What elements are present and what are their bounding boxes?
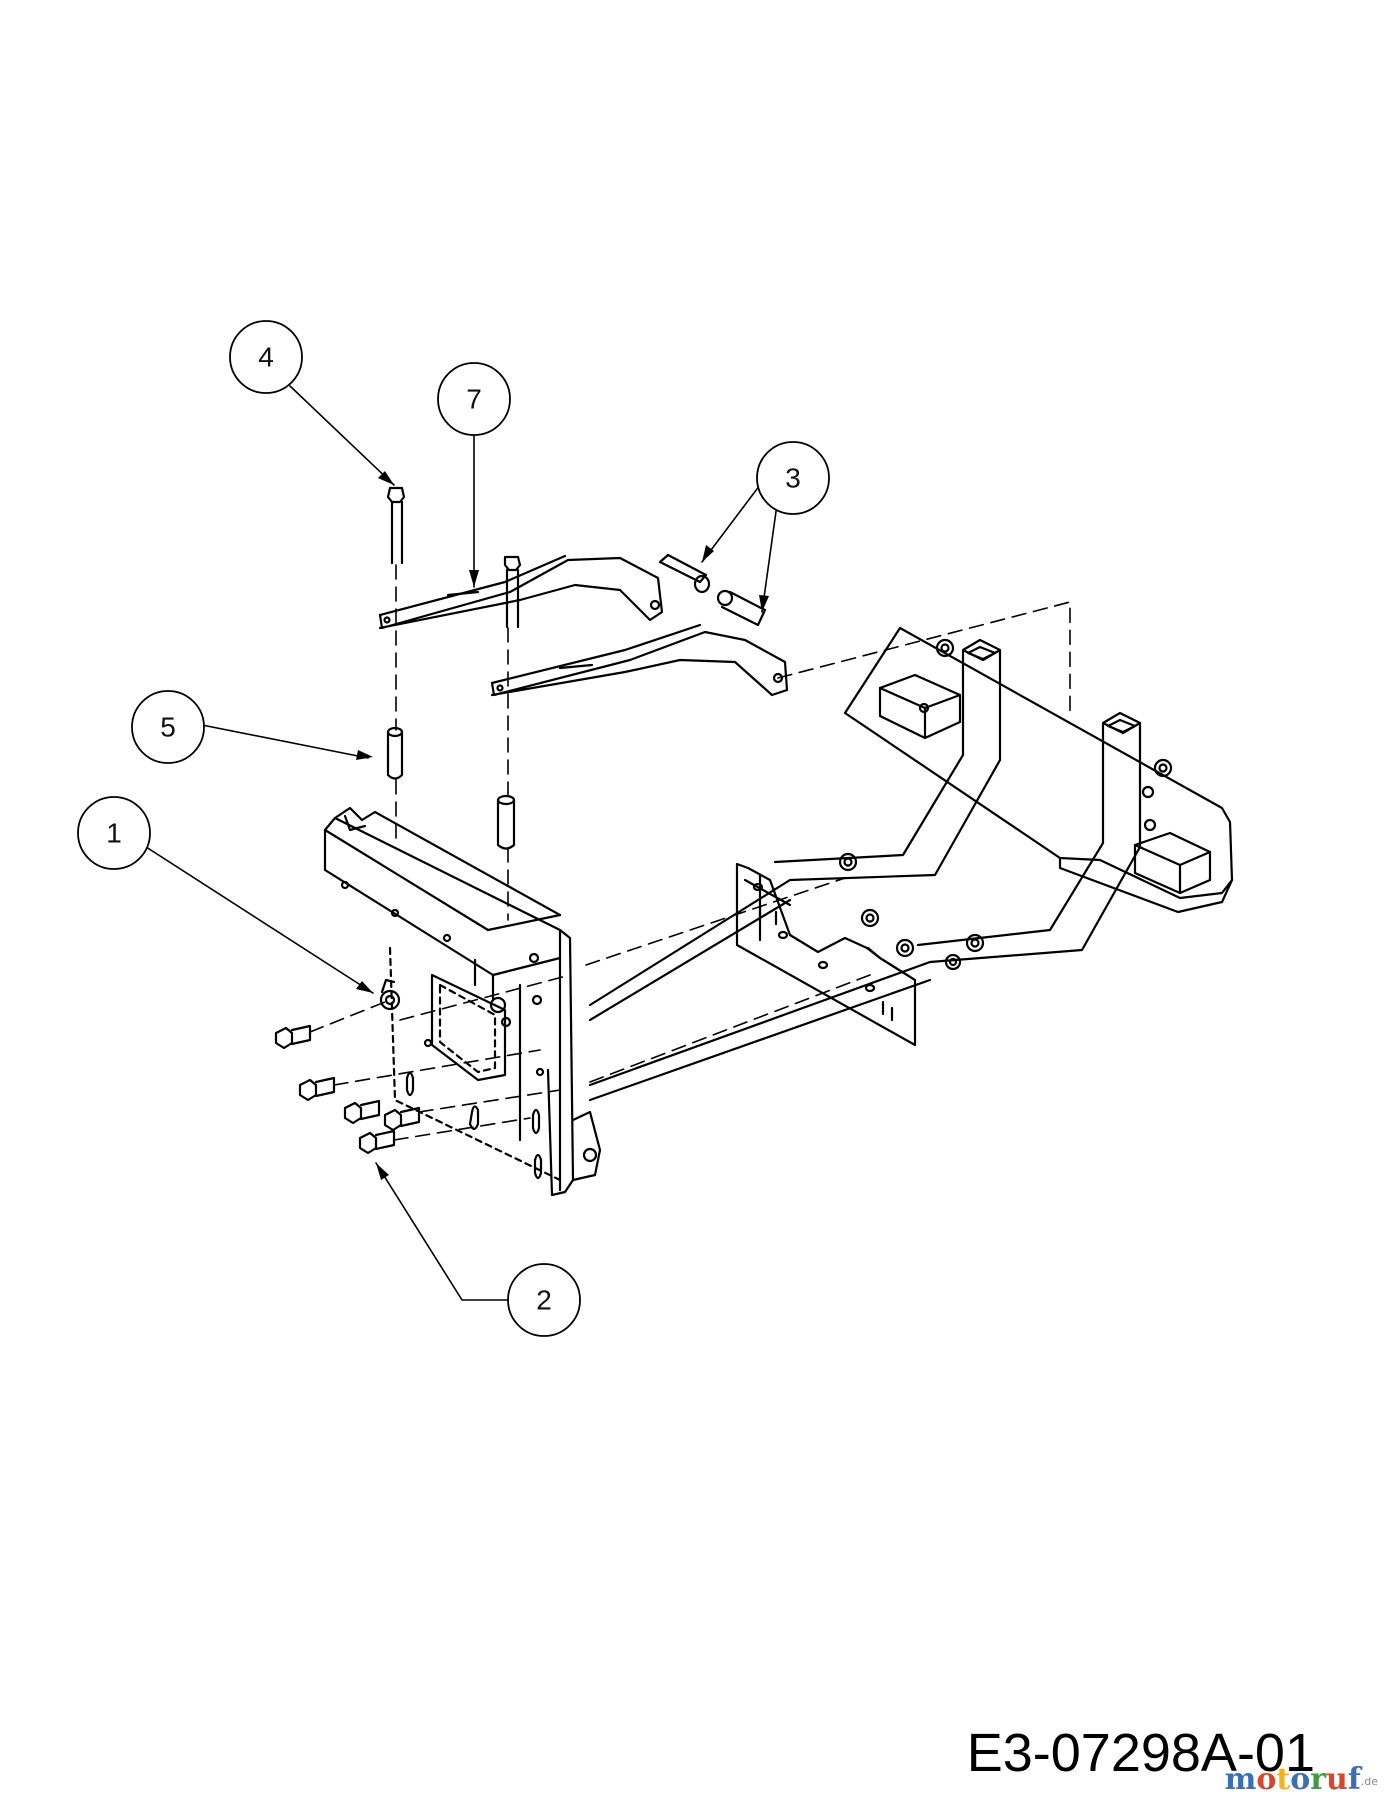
callout-5: 5 bbox=[131, 690, 205, 764]
callout-leaders bbox=[142, 385, 780, 1301]
callout-7-label: 7 bbox=[466, 384, 482, 415]
watermark-letter: f bbox=[1347, 1762, 1361, 1797]
callout-2: 2 bbox=[507, 1263, 581, 1337]
callout-7: 7 bbox=[437, 362, 511, 436]
callout-4: 4 bbox=[229, 320, 303, 394]
watermark-letter: o bbox=[1256, 1762, 1277, 1797]
callout-3-label: 3 bbox=[785, 463, 801, 494]
watermark-letter: m bbox=[1224, 1762, 1257, 1797]
drawing-number: E3-07298A-01 bbox=[966, 1723, 1315, 1783]
callout-2-label: 2 bbox=[536, 1285, 552, 1316]
callout-5-label: 5 bbox=[160, 712, 176, 743]
callout-1-label: 1 bbox=[106, 818, 122, 849]
watermark-suffix: .de bbox=[1360, 1775, 1378, 1788]
callout-3: 3 bbox=[756, 441, 830, 515]
watermark-letter: r bbox=[1310, 1762, 1327, 1797]
lift-rods bbox=[378, 554, 789, 697]
watermark-letter: o bbox=[1290, 1762, 1311, 1797]
frame-assembly bbox=[588, 626, 1234, 1102]
arrowheads bbox=[356, 471, 769, 1180]
watermark-letter: t bbox=[1276, 1762, 1291, 1797]
assembly-lines bbox=[309, 564, 1071, 1141]
watermark-letter: u bbox=[1326, 1762, 1348, 1797]
mount-bracket bbox=[323, 806, 602, 1197]
callout-4-label: 4 bbox=[258, 342, 274, 373]
watermark-logo: motoruf.de bbox=[1225, 1762, 1378, 1797]
hardware bbox=[274, 486, 767, 1155]
callout-1: 1 bbox=[77, 796, 151, 870]
